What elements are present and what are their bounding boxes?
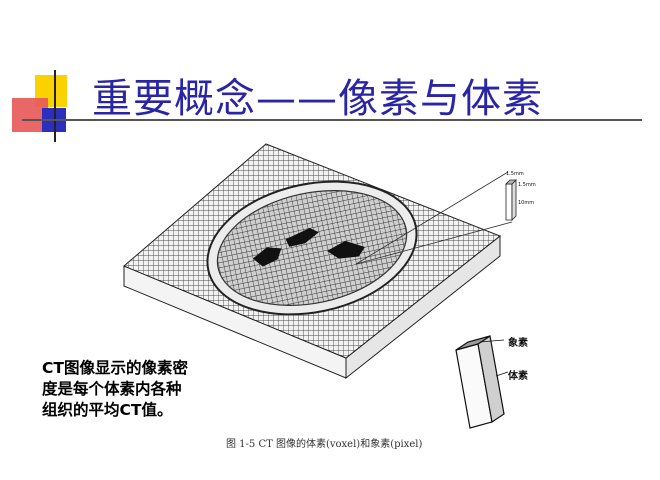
voxel-pointer-line (495, 371, 509, 377)
small-voxel-top (505, 179, 517, 185)
body-inner-tissue (216, 190, 408, 306)
body-line-1: CT图像显示的像素密 (42, 359, 188, 377)
figure-caption: 图 1-5 CT 图像的体素(voxel)和象素(pixel) (226, 439, 423, 450)
body-line-3: 组织的平均CT值。 (42, 401, 173, 419)
title-underline (22, 119, 642, 121)
small-voxel-front (505, 183, 513, 221)
organ-right (326, 240, 365, 259)
decor-vertical-line (54, 70, 56, 142)
large-voxel-top (455, 335, 491, 351)
body-line-2: 度是每个体素内各种 (42, 380, 182, 398)
organ-center (285, 228, 319, 247)
label-pixel: 象素 (508, 338, 528, 349)
ct-voxel-figure (123, 143, 517, 429)
leader-line-top (355, 171, 509, 265)
slide-title: 重要概念——像素与体素 (92, 76, 543, 122)
organ-left (252, 247, 282, 267)
small-voxel-side (511, 179, 517, 221)
leader-line-bottom (355, 221, 513, 265)
pixel-pointer-line (479, 339, 505, 343)
dim-label-3: 10mm (518, 200, 535, 206)
dim-label-2: 1.5mm (518, 182, 536, 188)
body-text: CT图像显示的像素密 度是每个体素内各种 组织的平均CT值。 (42, 358, 252, 421)
label-voxel: 体素 (508, 371, 528, 382)
dim-label-1: 1.5mm (506, 171, 524, 177)
